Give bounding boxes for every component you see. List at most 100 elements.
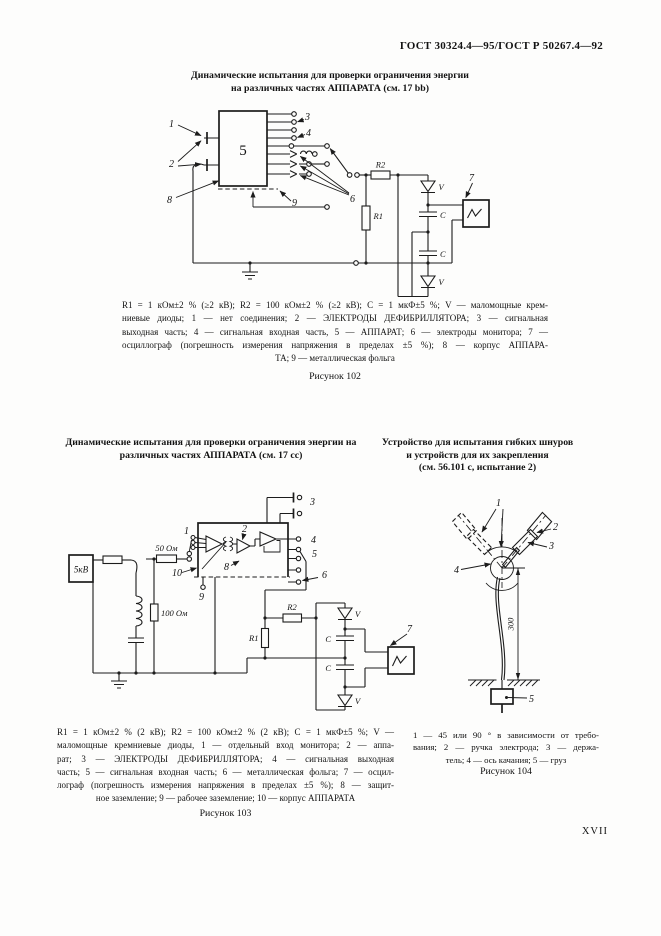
figure-102-caption: R1 = 1 кОм±2 % (≥2 кВ); R2 = 100 кОм±2 %…	[122, 299, 548, 365]
label-c-bottom: C	[325, 663, 331, 673]
figure-104-label: Рисунок 104	[480, 766, 532, 777]
label-v-top: V	[439, 182, 446, 192]
label-r2: R2	[375, 160, 386, 170]
figure-103-circuit-diagram: 5кВ 100 Ом 50 Ом	[68, 492, 415, 711]
diode-top	[419, 180, 437, 194]
label-6: 6	[350, 194, 355, 205]
figure-104-title-line3: (см. 56.101 с, испытание 2)	[418, 462, 537, 474]
label-7: 7	[469, 173, 475, 184]
label-v-top: V	[355, 609, 362, 619]
ground-icon	[242, 263, 258, 280]
label-v-bottom: V	[355, 696, 362, 706]
figure-104-title-line1: Устройство для испытания гибких шнуров	[381, 437, 574, 448]
ground-rail	[93, 657, 345, 689]
input-network: 100 Ом 50 Ом	[146, 539, 193, 673]
apparatus-box: 5	[218, 110, 268, 187]
selector-lever	[329, 148, 349, 174]
callout-numbers: 1 2 3 4 6 7 8 9	[167, 112, 475, 209]
callout-pointers	[181, 533, 408, 646]
caption-line: вания; 2 — ручка электрода; 3 — держа-	[413, 742, 599, 753]
label-8: 8	[167, 195, 172, 206]
caption-line: тель; 4 — ось качания; 5 — груз	[445, 754, 567, 765]
weight-box	[490, 688, 514, 705]
callout-numbers: 1 2 3 4 5 6 7 8 9 10	[172, 497, 413, 635]
label-2: 2	[242, 524, 247, 535]
inductor	[135, 595, 143, 627]
caption-line: маломощные кремниевые диоды, 1 — отдельн…	[57, 740, 394, 751]
gost-header: ГОСТ 30324.4—95/ГОСТ Р 50267.4—92	[399, 40, 603, 52]
metal-foil	[218, 188, 330, 210]
measuring-network: R2 R1 V C C V	[248, 602, 388, 711]
label-9: 9	[199, 592, 204, 603]
figure-102-title-line2: на различных частях АППАРАТА (см. 17 bb)	[231, 82, 429, 94]
selector-lever	[264, 551, 307, 618]
label-3: 3	[548, 541, 554, 552]
waveform-icon	[392, 655, 407, 667]
callout-pointers	[460, 508, 552, 699]
cord-and-weight	[468, 576, 540, 713]
label-4: 4	[454, 565, 459, 576]
figure-102-title: Динамические испытания для проверки огра…	[140, 70, 520, 95]
figure-103-label: Рисунок 103	[199, 808, 252, 819]
label-apparatus: 5	[239, 143, 247, 159]
figure-104-title: Устройство для испытания гибких шнуров и…	[375, 437, 580, 475]
page-number: XVII	[581, 826, 608, 837]
diode-bottom	[336, 694, 354, 708]
label-1: 1	[184, 526, 189, 537]
defibrillator-electrode-terminals	[192, 132, 219, 263]
holder	[511, 528, 539, 556]
label-50ohm: 50 Ом	[155, 543, 178, 553]
resistor-r2	[370, 170, 391, 180]
label-r1: R1	[373, 211, 383, 221]
figure-102-title-line1: Динамические испытания для проверки огра…	[191, 70, 469, 81]
spark-switch	[130, 559, 138, 596]
resistor-r2	[282, 613, 303, 623]
ground-icon	[111, 673, 127, 689]
caption-line: часть; 5 — сигнальная входная часть; 6 —…	[57, 766, 394, 777]
caption-line: ное заземление; 9 — рабочее заземление; …	[95, 793, 356, 804]
figure-102-circuit-diagram: 5	[167, 110, 490, 298]
waveform-icon	[467, 208, 482, 219]
signal-lines	[267, 111, 371, 178]
dimension-300: 300	[502, 567, 525, 680]
label-4: 4	[311, 535, 316, 546]
transformer-icon	[222, 536, 228, 552]
series-resistor	[102, 555, 123, 565]
label-5kv: 5кВ	[74, 565, 89, 575]
figure-103-title-line2: различных частях АППАРАТА (см. 17 сс)	[119, 449, 303, 461]
hatching	[469, 679, 539, 687]
callout-numbers: 1 2 3 4 5	[454, 498, 558, 705]
monitor-terminals	[200, 492, 307, 673]
label-c-top: C	[325, 634, 331, 644]
label-1: 1	[496, 498, 501, 509]
label-4: 4	[306, 128, 311, 139]
monitor-box	[190, 522, 290, 578]
label-7: 7	[407, 624, 413, 635]
diode-top	[336, 607, 354, 621]
axes	[457, 514, 547, 591]
resistor-r1	[260, 627, 270, 649]
resistor-50ohm	[155, 554, 178, 564]
figure-102-label: Рисунок 102	[309, 371, 361, 382]
capacitor	[128, 626, 144, 673]
caption-line: R1 = 1 кОм±2 % (2 кВ); R2 = 100 кОм±2 % …	[57, 727, 394, 737]
label-9: 9	[292, 198, 297, 209]
dimension-label: 300	[506, 617, 516, 632]
monitor-electrode-switches	[267, 150, 330, 178]
caption-line: выходная часть; 4 — сигнальная входная ч…	[122, 326, 548, 337]
label-r2: R2	[286, 602, 297, 612]
caption-line: ниевые диоды; 1 — нет соединения; 2 — ЭЛ…	[122, 313, 548, 324]
label-8: 8	[224, 562, 229, 573]
label-c-bottom: C	[440, 249, 446, 259]
label-5: 5	[529, 694, 534, 705]
caption-line: рат; 3 — ЭЛЕКТРОДЫ ДЕФИБРИЛЛЯТОРА; 4 — с…	[57, 753, 394, 764]
figure-103-caption: R1 = 1 кОм±2 % (2 кВ); R2 = 100 кОм±2 % …	[57, 726, 394, 806]
oscilloscope-box	[387, 646, 415, 675]
label-6: 6	[322, 570, 327, 581]
figure-103-title: Динамические испытания для проверки огра…	[60, 437, 362, 462]
resistor-100ohm	[149, 603, 159, 622]
hv-source: 5кВ	[68, 554, 144, 673]
diode-bottom	[419, 275, 437, 289]
caption-line: лограф (погрешность измерения напряжения…	[57, 780, 394, 791]
capacitor-top	[419, 211, 437, 218]
